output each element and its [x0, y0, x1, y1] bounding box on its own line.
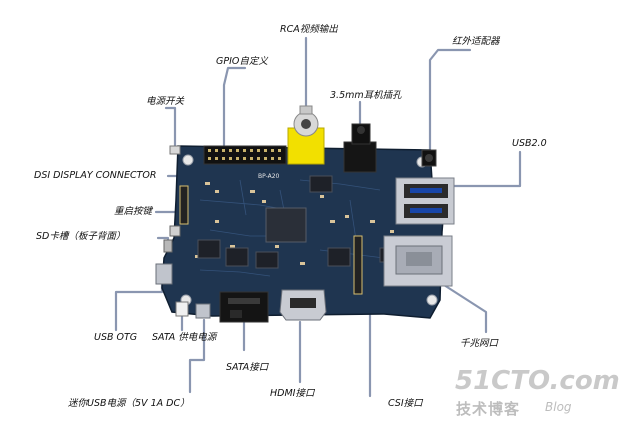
label-rca-output: RCA视频输出	[280, 24, 338, 35]
label-dsi: DSI DISPLAY CONNECTOR	[34, 170, 157, 181]
label-power-switch: 电源开关	[146, 96, 185, 107]
leader-lan	[428, 274, 488, 334]
watermark-blog: Blog	[545, 400, 572, 414]
sata-port	[219, 291, 269, 323]
label-sata-power: SATA 供电电源	[152, 332, 217, 343]
reset-button	[169, 225, 181, 237]
usb-otg-port	[155, 263, 173, 285]
hdmi-port	[279, 289, 327, 321]
leader-power-switch	[164, 106, 177, 150]
board-silkscreen: BP-A20	[258, 173, 280, 180]
leader-usb	[438, 150, 522, 188]
leader-mini-usb	[188, 318, 206, 394]
gpio-header	[203, 145, 287, 165]
usb-ports	[395, 177, 455, 225]
pmic-chip	[309, 175, 333, 193]
ram-chip-2	[225, 247, 249, 267]
sata-power-connector	[175, 301, 189, 317]
leader-ir	[428, 48, 472, 162]
label-gpio: GPIO自定义	[216, 56, 268, 67]
label-usb20: USB2.0	[512, 138, 547, 149]
board-diagram: BP-A20	[114, 36, 522, 398]
soc-chip	[265, 207, 307, 243]
label-reset-button: 重启按键	[114, 206, 153, 217]
watermark-site: 51CTO.com	[455, 366, 620, 396]
rca-connector	[287, 105, 325, 165]
ram-chip-1	[197, 239, 221, 259]
ram-chip-3	[255, 251, 279, 269]
dsi-connector	[179, 185, 189, 225]
leader-usb-otg	[114, 278, 164, 332]
csi-connector	[353, 235, 363, 295]
label-mini-usb-power: 迷你USB电源（5V 1A DC）	[68, 398, 190, 409]
pcb-board: BP-A20	[155, 105, 455, 323]
label-usb-otg: USB OTG	[94, 332, 138, 343]
label-gigabit-lan: 千兆网口	[460, 338, 499, 349]
sd-slot	[163, 239, 173, 253]
label-sata-port: SATA接口	[226, 362, 269, 373]
ram-chip-4	[327, 247, 351, 267]
label-sd-slot: SD卡槽（板子背面）	[36, 231, 126, 242]
ir-receiver	[421, 149, 437, 167]
label-audio-jack: 3.5mm耳机插孔	[330, 90, 402, 101]
label-ir-receiver: 红外适配器	[452, 36, 500, 47]
leader-gpio	[222, 66, 247, 147]
watermark-tagline: 技术博客	[456, 400, 521, 418]
label-hdmi: HDMI接口	[270, 388, 315, 399]
power-switch	[169, 145, 181, 155]
ethernet-port	[383, 235, 453, 287]
audio-jack	[343, 123, 377, 173]
mini-usb-power-port	[195, 303, 211, 319]
label-csi: CSI接口	[388, 398, 423, 409]
